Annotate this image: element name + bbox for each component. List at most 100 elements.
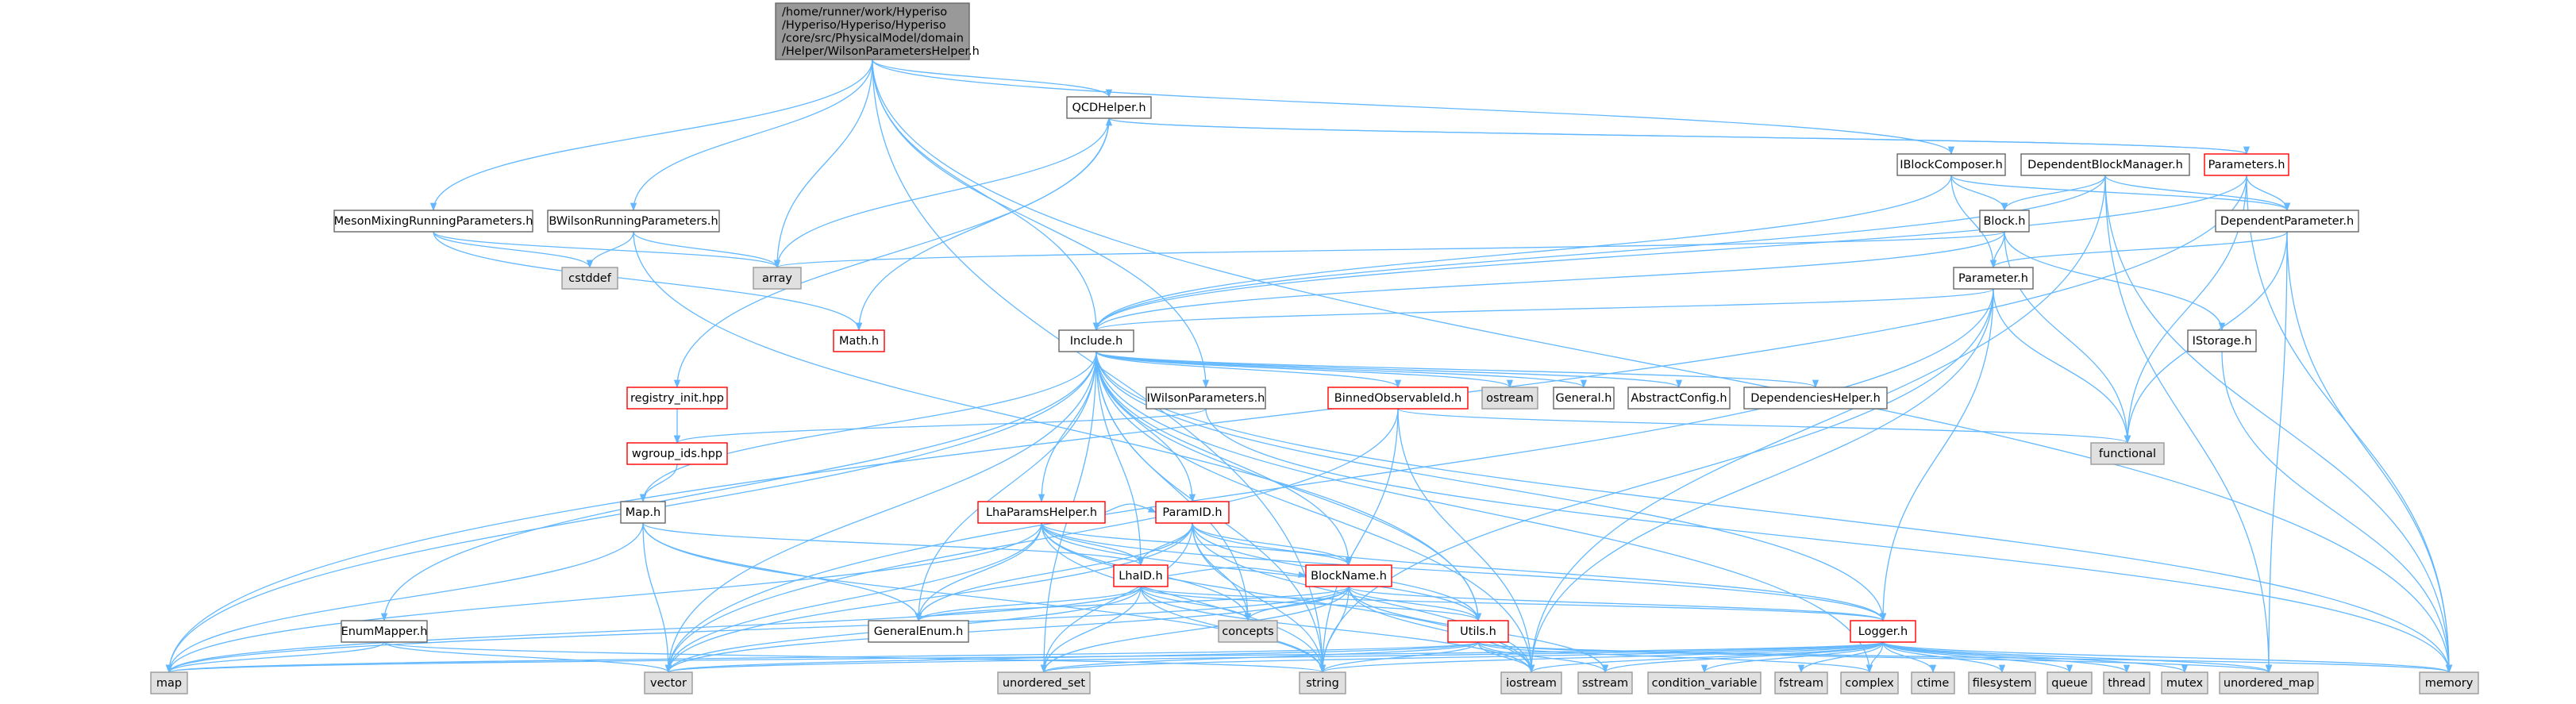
edge-include-to-abstractconfig xyxy=(1095,351,1682,389)
node-include[interactable]: Include.h xyxy=(1058,329,1134,352)
node-memory: memory xyxy=(2419,671,2479,694)
node-general[interactable]: General.h xyxy=(1553,387,1615,410)
edge-parameter-to-functional xyxy=(1993,288,2131,444)
node-block[interactable]: Block.h xyxy=(1979,210,2030,233)
node-parameters[interactable]: Parameters.h xyxy=(2204,153,2289,176)
node-registryinit[interactable]: registry_init.hpp xyxy=(626,387,728,410)
node-parameter[interactable]: Parameter.h xyxy=(1953,267,2034,290)
node-box-thread xyxy=(2103,671,2151,694)
node-utils[interactable]: Utils.h xyxy=(1447,620,1509,643)
edge-logger-to-unordered_set xyxy=(1041,641,1884,674)
edge-dependentparameter-to-memory xyxy=(2286,231,2453,674)
node-box-iwilsonparameters xyxy=(1146,387,1266,410)
edge-root-to-array xyxy=(773,59,873,269)
node-label-wgroupids: wgroup_ids.hpp xyxy=(632,448,722,460)
edge-blockname-to-map xyxy=(166,586,1350,674)
node-label-memory: memory xyxy=(2425,677,2474,690)
node-cstddef: cstddef xyxy=(561,267,618,290)
node-label-lhaparamshelper: LhaParamsHelper.h xyxy=(986,506,1097,519)
edge-lhaid-to-utils xyxy=(1140,586,1481,622)
node-label-functional: functional xyxy=(2099,448,2156,460)
edge-parameters-to-map xyxy=(165,175,2247,674)
node-binnedobservableid[interactable]: BinnedObservableId.h xyxy=(1327,387,1469,410)
edge-parameter-to-include xyxy=(1093,288,1994,332)
edge-dependentblockmanager-to-unordered_map xyxy=(2104,175,2273,674)
node-enummapper[interactable]: EnumMapper.h xyxy=(341,620,428,643)
edge-blockname-to-utils xyxy=(1348,586,1482,622)
node-dependentparameter[interactable]: DependentParameter.h xyxy=(2215,210,2359,233)
node-dependentblockmanager[interactable]: DependentBlockManager.h xyxy=(2020,153,2190,176)
edge-binnedobservableid-to-functional xyxy=(1397,408,2131,444)
edge-include-to-complex xyxy=(1095,351,1873,674)
node-box-iostream xyxy=(1500,671,1562,694)
node-label-parameters: Parameters.h xyxy=(2208,159,2285,171)
node-istorage[interactable]: IStorage.h xyxy=(2187,329,2257,352)
edge-qcdhelper-to-array xyxy=(773,117,1110,269)
node-box-wgroupids xyxy=(626,442,728,465)
node-fstream: fstream xyxy=(1774,671,1828,694)
edge-binnedobservableid-to-iostream xyxy=(1397,408,1535,674)
node-label-iblockcomposer: IBlockComposer.h xyxy=(1900,159,2003,171)
edge-block-to-functional xyxy=(2004,231,2131,444)
node-generalenum[interactable]: GeneralEnum.h xyxy=(868,620,969,643)
node-blockname[interactable]: BlockName.h xyxy=(1305,564,1392,587)
edges-layer xyxy=(165,59,2453,674)
node-label-complex: complex xyxy=(1845,677,1894,690)
node-iwilsonparameters[interactable]: IWilsonParameters.h xyxy=(1146,387,1266,410)
node-box-root xyxy=(775,2,970,60)
edge-paramid-to-logger xyxy=(1192,522,1887,622)
node-logger[interactable]: Logger.h xyxy=(1850,620,1916,643)
node-label-mesonmixing: MesonMixingRunningParameters.h xyxy=(334,215,533,228)
node-math[interactable]: Math.h xyxy=(833,329,885,352)
node-abstractconfig[interactable]: AbstractConfig.h xyxy=(1627,387,1731,410)
edge-utils-to-string xyxy=(1319,641,1479,674)
node-label-vector: vector xyxy=(650,677,687,690)
edge-include-to-generalenum xyxy=(914,351,1097,622)
node-label-iwilsonparameters: IWilsonParameters.h xyxy=(1147,392,1265,405)
node-dependencieshelper[interactable]: DependenciesHelper.h xyxy=(1743,387,1888,410)
edge-include-to-general xyxy=(1095,351,1587,389)
node-box-cstddef xyxy=(561,267,618,290)
node-lhaparamshelper[interactable]: LhaParamsHelper.h xyxy=(977,501,1106,524)
edge-logger-to-sstream xyxy=(1602,641,1884,674)
edge-iblockcomposer-to-include xyxy=(1092,175,1952,332)
node-box-generalenum xyxy=(868,620,969,643)
edge-bwilson-to-cstddef xyxy=(586,231,634,269)
edge-lhaparamshelper-to-paramid xyxy=(1104,503,1157,514)
edge-logger-to-unordered_map xyxy=(1882,641,2272,674)
edge-include-to-enummapper xyxy=(380,351,1097,622)
edge-dependentblockmanager-to-include xyxy=(1092,175,2106,332)
node-label-bwilson: BWilsonRunningParameters.h xyxy=(549,215,718,228)
node-box-fstream xyxy=(1774,671,1828,694)
node-mesonmixing[interactable]: MesonMixingRunningParameters.h xyxy=(333,210,533,233)
edge-binnedobservableid-to-string xyxy=(1319,408,1399,674)
node-complex: complex xyxy=(1840,671,1899,694)
node-qcdhelper[interactable]: QCDHelper.h xyxy=(1066,96,1152,119)
edge-iwilsonparameters-to-memory xyxy=(1205,408,2453,674)
node-paramid[interactable]: ParamID.h xyxy=(1155,501,1230,524)
node-iblockcomposer[interactable]: IBlockComposer.h xyxy=(1896,153,2006,176)
edge-utils-to-sstream xyxy=(1477,641,1609,674)
edge-iwilsonparameters-to-wgroupids xyxy=(674,408,1207,444)
node-root[interactable]: /home/runner/work/Hyperiso/Hyperiso/Hype… xyxy=(775,2,980,60)
edge-dependentblockmanager-to-dependentparameter xyxy=(2104,175,2291,212)
edge-parameter-to-iostream xyxy=(1527,288,1994,674)
node-box-map xyxy=(150,671,188,694)
node-wgroupids[interactable]: wgroup_ids.hpp xyxy=(626,442,728,465)
edge-include-to-binnedobservableid xyxy=(1095,351,1402,389)
node-map_h[interactable]: Map.h xyxy=(620,501,666,524)
node-lhaid[interactable]: LhaID.h xyxy=(1113,564,1169,587)
edge-logger-to-queue xyxy=(1882,641,2074,674)
node-box-lhaid xyxy=(1113,564,1169,587)
edge-root-to-qcdhelper xyxy=(872,59,1113,98)
edge-paramid-to-unordered_set xyxy=(1040,522,1193,674)
edge-lhaid-to-concepts xyxy=(1140,586,1252,622)
edge-logger-to-string xyxy=(1319,641,1884,674)
node-box-iblockcomposer xyxy=(1896,153,2006,176)
edge-utils-to-memory xyxy=(1477,641,2452,674)
node-box-mesonmixing xyxy=(333,210,533,233)
edge-enummapper-to-map xyxy=(165,641,385,674)
edge-blockname-to-vector xyxy=(664,586,1350,674)
edge-istorage-to-memory xyxy=(2221,351,2453,674)
node-bwilson[interactable]: BWilsonRunningParameters.h xyxy=(547,210,720,233)
